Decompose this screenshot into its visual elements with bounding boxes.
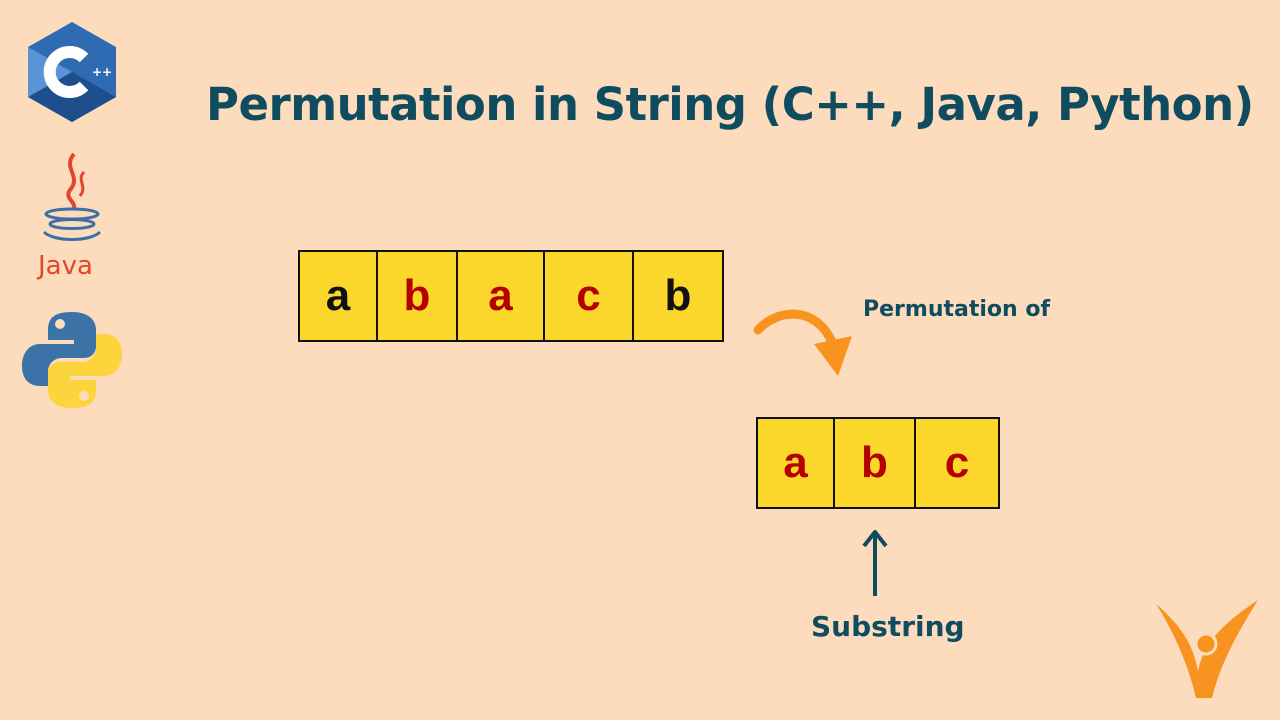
up-arrow-icon — [862, 530, 888, 596]
main-string-cell: a — [458, 252, 545, 340]
main-string-strip: a b a c b — [298, 250, 724, 342]
pattern-string-strip: a b c — [756, 417, 1000, 509]
java-logo-icon: Java — [36, 152, 102, 281]
page-title: Permutation in String (C++, Java, Python… — [206, 78, 1254, 131]
pattern-string-cell: a — [758, 419, 835, 507]
svg-text:++: ++ — [92, 65, 112, 79]
substring-label: Substring — [811, 610, 965, 643]
pattern-string-cell: b — [835, 419, 916, 507]
brand-logo-icon — [1156, 600, 1258, 698]
permutation-label: Permutation of — [863, 297, 1051, 322]
svg-text:Java: Java — [36, 251, 93, 281]
main-string-cell: b — [378, 252, 458, 340]
main-string-cell: a — [300, 252, 378, 340]
python-logo-icon — [22, 312, 122, 408]
cpp-logo-icon: ++ — [28, 22, 116, 122]
main-string-cell: b — [664, 271, 692, 320]
curved-arrow-icon — [753, 309, 852, 376]
pattern-string-cell: c — [944, 438, 970, 487]
main-string-cell: c — [545, 252, 634, 340]
